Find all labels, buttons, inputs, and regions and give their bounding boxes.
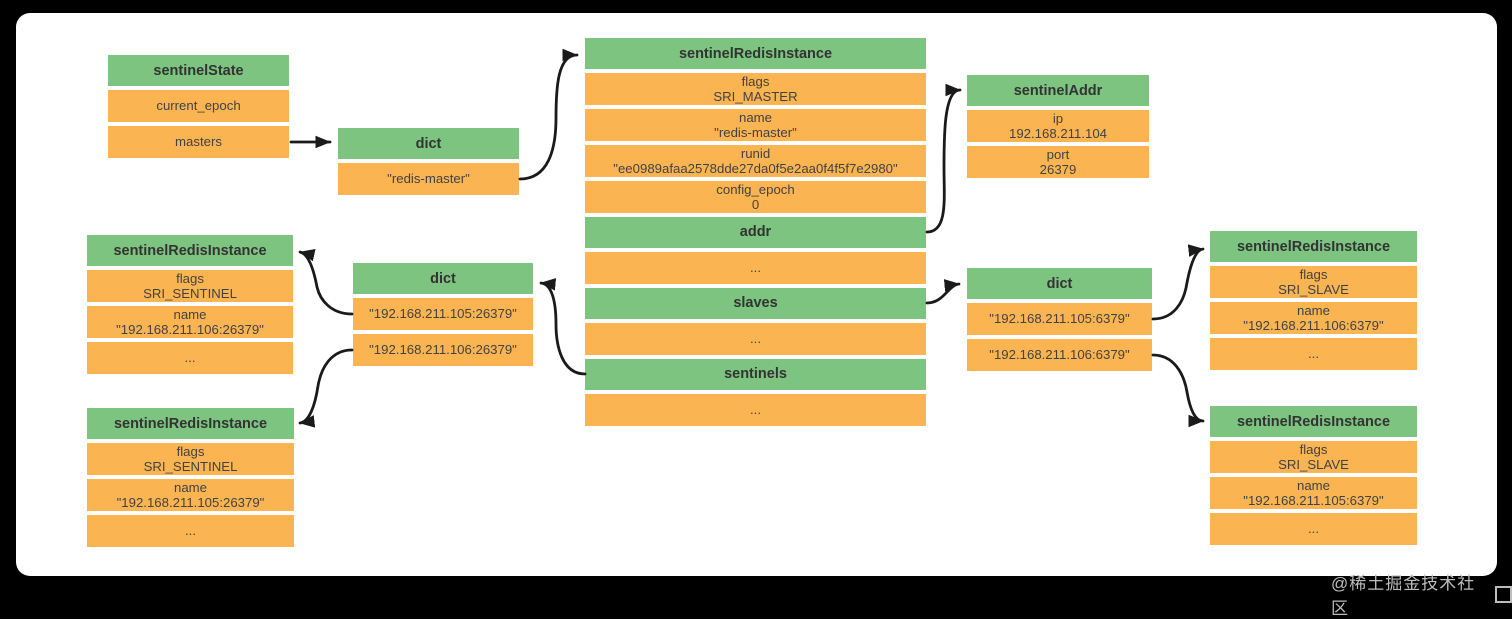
field-runid: runid"ee0989afaa2578dde27da0f5e2aa0f4f5f… xyxy=(585,145,926,177)
juejin-logo-icon xyxy=(1495,585,1512,603)
box-title: sentinelRedisInstance xyxy=(87,408,294,439)
dict-entry-redis-master: "redis-master" xyxy=(338,163,519,195)
field-addr-ellipsis: ... xyxy=(585,252,926,284)
watermark: @稀土掘金技术社区 xyxy=(1331,569,1512,619)
field-ellipsis: ... xyxy=(1210,338,1417,370)
dict-entry-105-26379: "192.168.211.105:26379" xyxy=(353,298,533,330)
field-sentinels-subheader: sentinels xyxy=(585,359,926,390)
field-slaves-ellipsis: ... xyxy=(585,323,926,355)
box-title: sentinelRedisInstance xyxy=(585,38,926,69)
box-title: sentinelRedisInstance xyxy=(1210,406,1417,437)
dict-entry-105-6379: "192.168.211.105:6379" xyxy=(967,303,1152,335)
field-ellipsis: ... xyxy=(87,515,294,547)
field-name: name"192.168.211.106:26379" xyxy=(87,306,293,338)
field-masters: masters xyxy=(108,126,289,158)
box-dict-masters: dict "redis-master" xyxy=(338,128,519,195)
box-title: sentinelRedisInstance xyxy=(1210,231,1417,262)
field-name: name"192.168.211.106:6379" xyxy=(1210,302,1417,334)
field-name: name"192.168.211.105:6379" xyxy=(1210,477,1417,509)
dict-entry-106-6379: "192.168.211.106:6379" xyxy=(967,339,1152,371)
field-slaves-subheader: slaves xyxy=(585,288,926,319)
box-dict-sentinels: dict "192.168.211.105:26379" "192.168.21… xyxy=(353,263,533,366)
field-name: name"192.168.211.105:26379" xyxy=(87,479,294,511)
box-title: sentinelAddr xyxy=(967,75,1149,106)
field-addr-subheader: addr xyxy=(585,217,926,248)
box-dict-slaves: dict "192.168.211.105:6379" "192.168.211… xyxy=(967,268,1152,371)
box-title: dict xyxy=(967,268,1152,299)
field-ellipsis: ... xyxy=(87,342,293,374)
dict-entry-106-26379: "192.168.211.106:26379" xyxy=(353,334,533,366)
box-title: sentinelRedisInstance xyxy=(87,235,293,266)
box-title: sentinelState xyxy=(108,55,289,86)
field-ellipsis: ... xyxy=(1210,513,1417,545)
field-name: name"redis-master" xyxy=(585,109,926,141)
field-sentinels-ellipsis: ... xyxy=(585,394,926,426)
field-current-epoch: current_epoch xyxy=(108,90,289,122)
box-title: dict xyxy=(338,128,519,159)
box-title: dict xyxy=(353,263,533,294)
watermark-text: @稀土掘金技术社区 xyxy=(1331,574,1476,618)
box-sentinel-state: sentinelState current_epoch masters xyxy=(108,55,289,158)
